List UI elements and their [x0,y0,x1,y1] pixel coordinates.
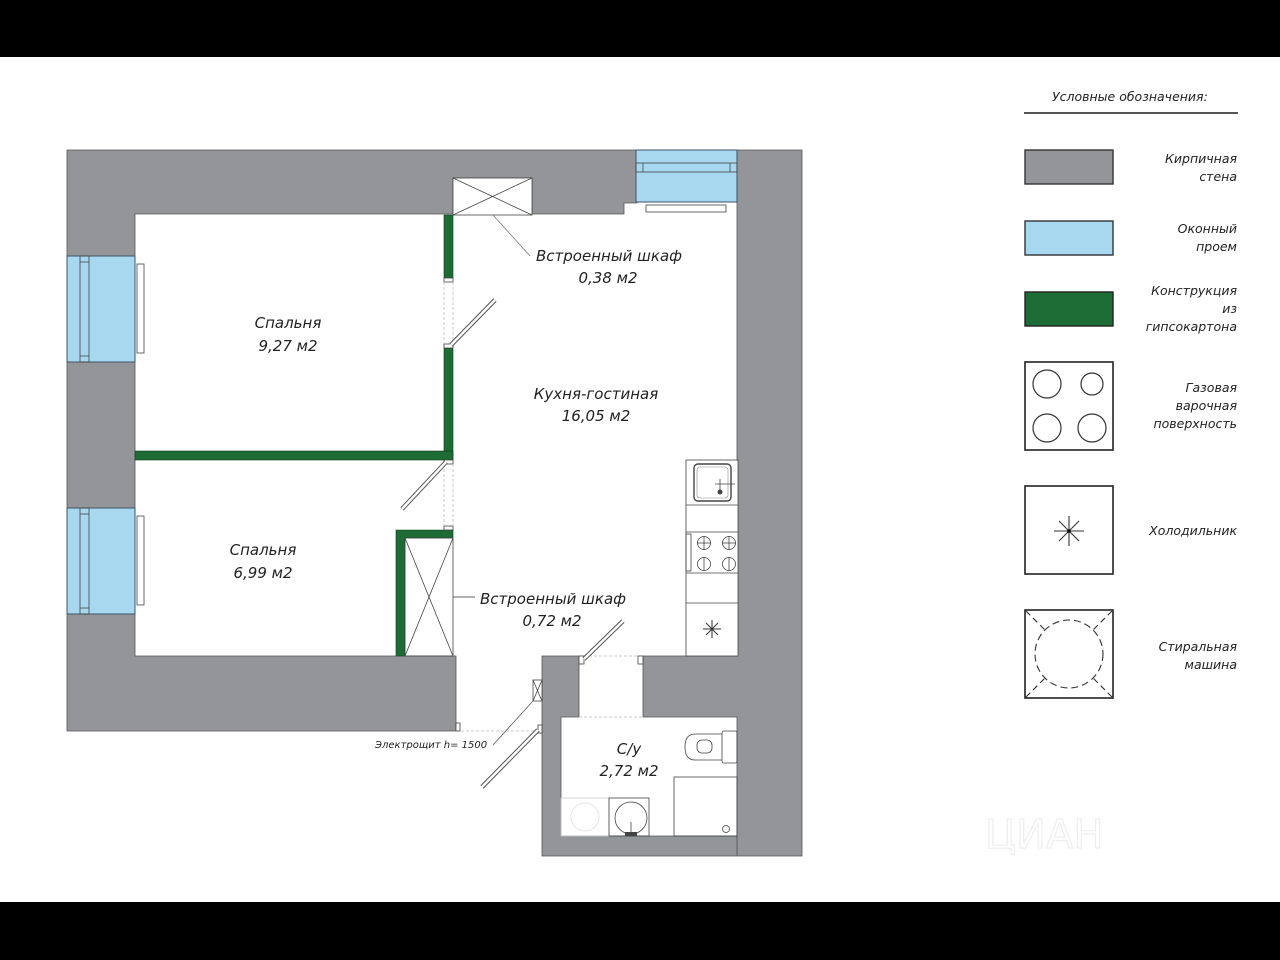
bedroom1-area: 9,27 м2 [258,337,317,355]
wall-right [642,149,803,857]
watermark-text: ЦИАН [985,812,1103,858]
room-labels: Спальня 9,27 м2 Спальня 6,99 м2 Кухня-го… [230,247,683,780]
drywall-closet2 [395,529,454,657]
bath-washer-icon [560,797,610,837]
drywall-partitions [134,214,454,657]
legend-label-fridge: Холодильник [1148,523,1237,538]
kitchen-area: 16,05 м2 [562,407,631,425]
bedroom2-name: Спальня [230,541,297,559]
fridge-icon [703,620,721,638]
legend-label-window-2: проем [1196,239,1237,254]
bedroom2-area: 6,99 м2 [233,564,292,582]
stove-icon [685,533,736,572]
sink-icon [693,463,735,502]
bathroom-fixtures [560,730,738,837]
washing-machine-icon [1024,609,1114,699]
drywall-top-segment [443,214,454,279]
legend-swatch-brick-wall [1024,149,1114,185]
closet1-name: Встроенный шкаф [536,247,682,265]
window-top [635,149,738,213]
drywall-mid-segment [443,347,454,461]
wall-top-left [66,149,638,732]
gas-hob-icon [1024,361,1114,451]
closet2-area: 0,72 м2 [522,612,581,630]
kitchen-counter [685,459,739,657]
floor-plan-svg: Спальня 9,27 м2 Спальня 6,99 м2 Кухня-го… [66,89,1238,859]
legend-label-hob-1: Газовая [1186,380,1238,395]
legend-swatch-window [1024,220,1114,256]
electrical-panel-label: Электрощит h= 1500 [374,740,487,751]
legend-swatch-drywall [1024,291,1114,327]
window-left-bottom [66,507,145,615]
legend-label-washer-1: Стиральная [1159,639,1238,654]
washbasin-icon [608,797,650,837]
shower-tray-icon [673,776,738,837]
bedroom1-name: Спальня [255,314,322,332]
bathroom-name: С/у [617,740,643,758]
legend-label-washer-2: машина [1185,657,1237,672]
electrical-panel [492,679,543,746]
bathroom-area: 2,72 м2 [599,762,658,780]
fridge-legend-icon [1024,485,1114,575]
doors [400,298,625,789]
legend: Условные обозначения: Кирпичная стена Ок… [1024,89,1238,699]
closet-bottom [404,537,475,657]
closet1-area: 0,38 м2 [578,269,637,287]
legend-label-drywall-2: из [1222,301,1237,316]
floor-plan-canvas: Спальня 9,27 м2 Спальня 6,99 м2 Кухня-го… [0,57,1280,902]
legend-label-drywall-1: Конструкция [1151,283,1237,298]
closet-top [452,177,533,257]
legend-label-drywall-3: гипсокартона [1146,319,1237,334]
drywall-horizontal [134,450,454,461]
closet2-name: Встроенный шкаф [480,590,626,608]
legend-label-brick-wall-1: Кирпичная [1165,151,1237,166]
kitchen-name: Кухня-гостиная [534,385,658,403]
toilet-icon [684,730,738,764]
closet1-leader-line [492,214,531,257]
legend-label-hob-2: варочная [1176,398,1238,413]
legend-title: Условные обозначения: [1052,89,1208,104]
window-left-top [66,255,145,363]
legend-label-brick-wall-2: стена [1199,169,1237,184]
legend-label-window-1: Оконный [1178,221,1237,236]
door-openings [443,277,644,734]
legend-label-hob-3: поверхность [1153,416,1237,431]
